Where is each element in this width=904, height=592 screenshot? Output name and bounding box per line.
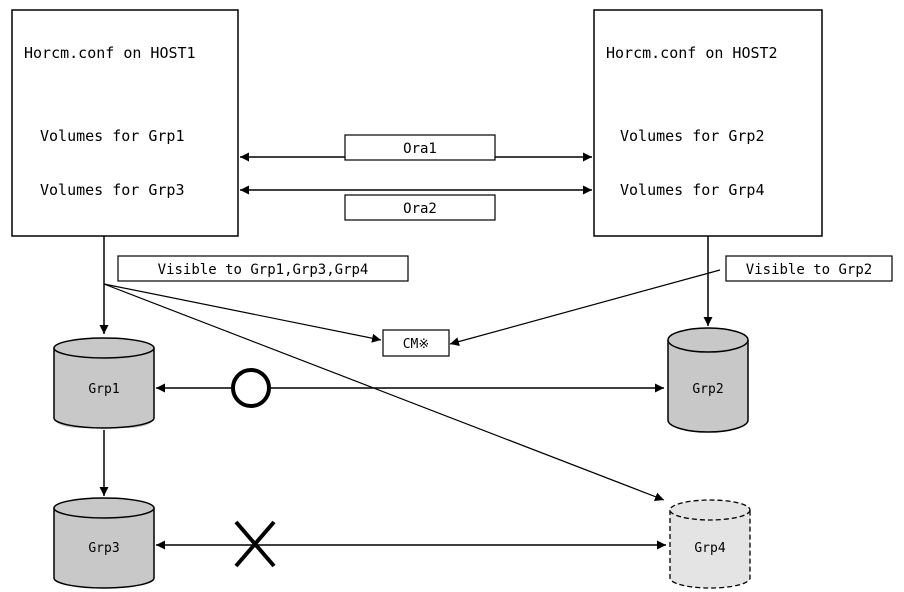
host1-volumes-grp1: Volumes for Grp1 — [40, 127, 185, 145]
host1-title: Horcm.conf on HOST1 — [24, 44, 196, 62]
ora1-label: Ora1 — [403, 141, 437, 157]
host1-to-cm-arrow — [103, 283, 382, 343]
host2-title: Horcm.conf on HOST2 — [606, 44, 778, 62]
ora2-label: Ora2 — [403, 201, 437, 217]
command-device-label: CM※ — [403, 337, 430, 352]
host2-visibility-label: Visible to Grp2 — [746, 262, 872, 278]
host1-visibility-label: Visible to Grp1,Grp3,Grp4 — [158, 262, 369, 278]
host1-config-box: Horcm.conf on HOST1 Volumes for Grp1 Vol… — [11, 9, 239, 237]
grp4-volume-cylinder: Grp4 — [669, 499, 751, 589]
host2-to-cm-arrow — [449, 269, 721, 346]
grp4-label: Grp4 — [694, 541, 725, 556]
valid-pair-circle-icon — [231, 368, 271, 408]
grp3-label: Grp3 — [88, 541, 119, 556]
invalid-pair-cross-icon — [234, 520, 276, 568]
host1-visibility-label-box: Visible to Grp1,Grp3,Grp4 — [117, 255, 409, 282]
host1-volumes-grp3: Volumes for Grp3 — [40, 181, 185, 199]
host1-to-grp4-arrow — [103, 283, 665, 501]
command-device-box: CM※ — [382, 329, 450, 357]
grp2-volume-cylinder: Grp2 — [667, 327, 749, 433]
grp1-label: Grp1 — [88, 382, 119, 397]
grp1-volume-cylinder: Grp1 — [53, 337, 155, 429]
grp2-label: Grp2 — [692, 382, 723, 397]
host2-volumes-grp2: Volumes for Grp2 — [620, 127, 765, 145]
host2-volumes-grp4: Volumes for Grp4 — [620, 181, 765, 199]
host2-visibility-label-box: Visible to Grp2 — [725, 255, 893, 282]
host2-config-box: Horcm.conf on HOST2 Volumes for Grp2 Vol… — [593, 9, 823, 237]
grp3-volume-cylinder: Grp3 — [53, 497, 155, 589]
ora2-label-box: Ora2 — [344, 194, 496, 221]
ora1-label-box: Ora1 — [344, 134, 496, 161]
